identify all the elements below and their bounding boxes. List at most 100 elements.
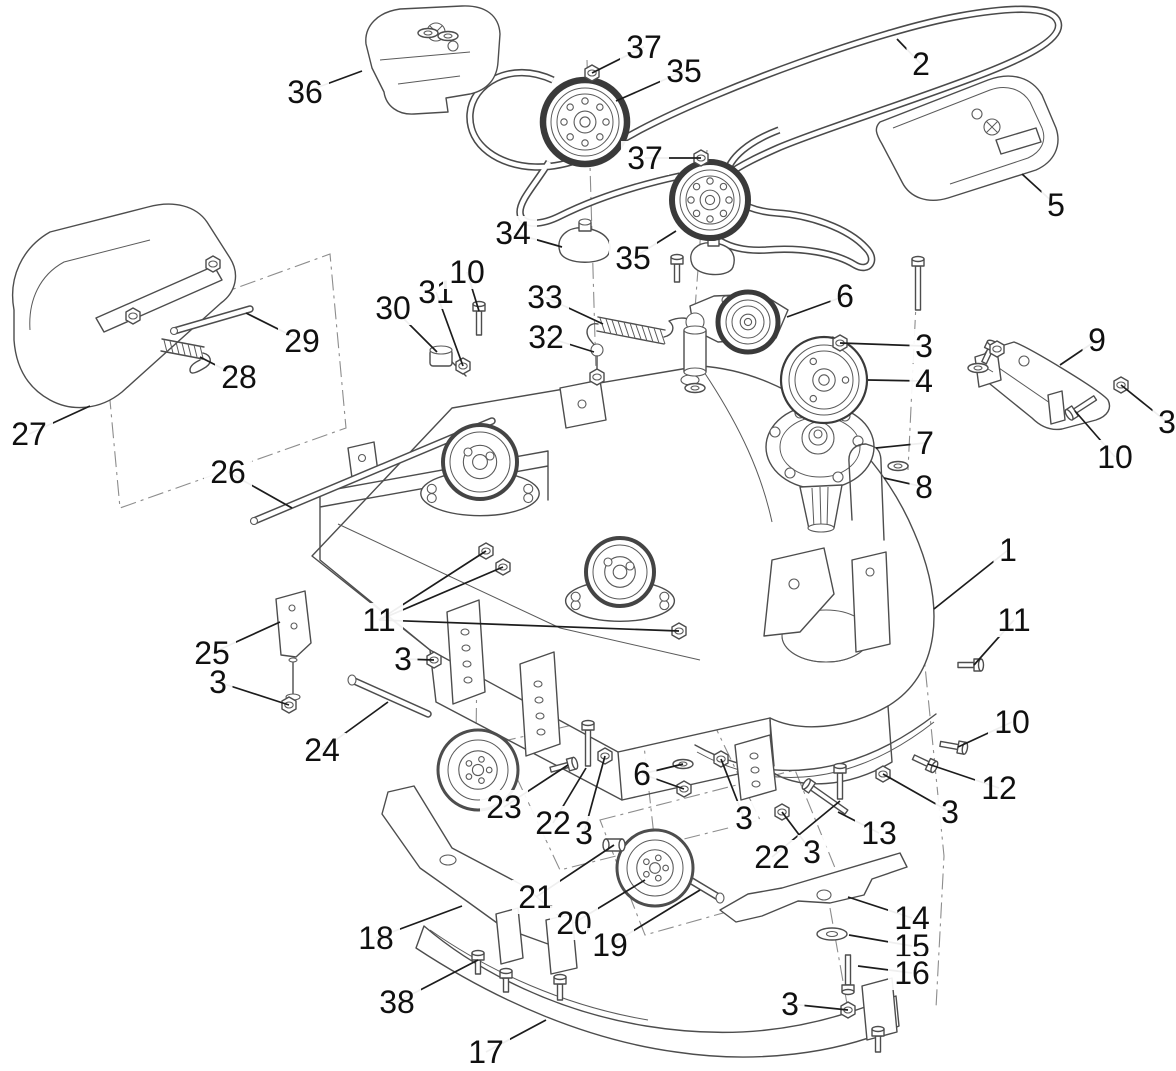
callout-26: 26 bbox=[210, 454, 246, 490]
callout-label-bg bbox=[215, 360, 263, 394]
callout-32: 32 bbox=[528, 319, 564, 355]
callout-35: 35 bbox=[666, 53, 702, 89]
bolt-glyph bbox=[833, 762, 847, 800]
bolt-glyph bbox=[499, 967, 513, 993]
callout-label-bg bbox=[621, 141, 669, 175]
callout-38: 38 bbox=[379, 984, 415, 1020]
callout-12: 12 bbox=[981, 770, 1017, 806]
bolt-glyph bbox=[911, 255, 925, 311]
washer-glyph bbox=[437, 30, 459, 42]
callout-3: 3 bbox=[575, 815, 593, 851]
callout-label-bg bbox=[909, 364, 939, 398]
callout-label-bg bbox=[480, 790, 528, 824]
callout-label-bg bbox=[388, 642, 418, 676]
bolt-glyph bbox=[549, 756, 579, 773]
callout-16: 16 bbox=[894, 955, 930, 991]
callout-23: 23 bbox=[486, 789, 522, 825]
callout-label-bg bbox=[355, 603, 403, 637]
bolt-glyph bbox=[581, 719, 595, 767]
washer-glyph bbox=[684, 382, 706, 394]
callout-label-bg bbox=[298, 733, 346, 767]
callout-label-bg bbox=[5, 417, 53, 451]
callout-28: 28 bbox=[221, 359, 257, 395]
callout-34: 34 bbox=[495, 215, 531, 251]
deflector-rod bbox=[169, 305, 254, 336]
callout-3: 3 bbox=[941, 794, 959, 830]
bolt-glyph bbox=[957, 658, 985, 672]
callout-label-bg bbox=[352, 921, 400, 955]
callout-label-bg bbox=[1041, 188, 1071, 222]
callout-label-bg bbox=[1082, 323, 1112, 357]
callout-27: 27 bbox=[11, 416, 47, 452]
callout-label-bg bbox=[906, 47, 936, 81]
callout-10: 10 bbox=[449, 254, 485, 290]
callout-label-bg bbox=[443, 255, 491, 289]
callout-label-bg bbox=[586, 928, 634, 962]
callout-36: 36 bbox=[287, 74, 323, 110]
pulley bbox=[779, 335, 869, 425]
spindle bbox=[420, 423, 540, 517]
callout-label-bg bbox=[489, 216, 537, 250]
spindle-guard-rod-8 bbox=[848, 443, 885, 541]
pulley bbox=[539, 76, 631, 168]
callout-3: 3 bbox=[803, 834, 821, 870]
spindle bbox=[564, 536, 676, 622]
nut-glyph bbox=[713, 750, 729, 768]
callout-35: 35 bbox=[615, 240, 651, 276]
callout-label-bg bbox=[609, 241, 657, 275]
callout-label-bg bbox=[909, 470, 939, 504]
callout-label-bg bbox=[203, 665, 233, 699]
drive-belt bbox=[466, 5, 1063, 272]
callout-17: 17 bbox=[468, 1034, 504, 1070]
deflector-spring bbox=[160, 338, 211, 374]
callout-6: 6 bbox=[836, 278, 854, 314]
discharge-deflector bbox=[12, 203, 237, 409]
callout-label-bg bbox=[522, 320, 570, 354]
bolt-glyph bbox=[472, 300, 486, 336]
callout-3: 3 bbox=[735, 800, 753, 836]
bolt-glyph bbox=[939, 740, 969, 755]
callout-3: 3 bbox=[915, 328, 933, 364]
callout-3: 3 bbox=[1158, 404, 1176, 440]
callout-label-bg bbox=[1152, 405, 1176, 439]
callout-label-bg bbox=[855, 816, 903, 850]
nut-glyph bbox=[205, 255, 221, 273]
bolt-glyph bbox=[670, 253, 684, 283]
blade-14 bbox=[719, 852, 908, 941]
washer-glyph bbox=[887, 460, 909, 472]
callout-4: 4 bbox=[915, 363, 933, 399]
spindle-assembly-7 bbox=[765, 404, 875, 533]
callout-label-bg bbox=[278, 324, 326, 358]
callout-label-bg bbox=[660, 54, 708, 88]
axle-shaft-19 bbox=[686, 876, 725, 904]
callout-3: 3 bbox=[209, 664, 227, 700]
callout-3: 3 bbox=[394, 641, 412, 677]
bolt-glyph bbox=[471, 949, 485, 975]
callout-7: 7 bbox=[916, 425, 934, 461]
callout-label-bg bbox=[569, 816, 599, 850]
nut-glyph bbox=[125, 307, 141, 325]
callout-label-bg bbox=[529, 806, 577, 840]
bolt-glyph bbox=[871, 1025, 885, 1053]
callout-10: 10 bbox=[1097, 439, 1133, 475]
callout-11: 11 bbox=[362, 602, 395, 638]
anti-scalp-wheel bbox=[615, 828, 695, 908]
pulleys-spindles-wheels-layer bbox=[420, 76, 869, 908]
callout-label-bg bbox=[369, 291, 417, 325]
callout-29: 29 bbox=[284, 323, 320, 359]
pto-cover bbox=[365, 5, 501, 115]
callout-22: 22 bbox=[754, 839, 790, 875]
callout-label-bg bbox=[797, 835, 827, 869]
callout-2: 2 bbox=[912, 46, 930, 82]
bolt-glyph bbox=[1064, 395, 1098, 421]
callout-6: 6 bbox=[633, 756, 651, 792]
callout-label-bg bbox=[888, 956, 936, 990]
callout-label-bg bbox=[910, 426, 940, 460]
belt-cover bbox=[875, 75, 1059, 201]
callout-37: 37 bbox=[627, 140, 663, 176]
callout-label-bg bbox=[988, 705, 1036, 739]
idler-cup-34 bbox=[558, 218, 735, 276]
callout-label-bg bbox=[993, 533, 1023, 567]
